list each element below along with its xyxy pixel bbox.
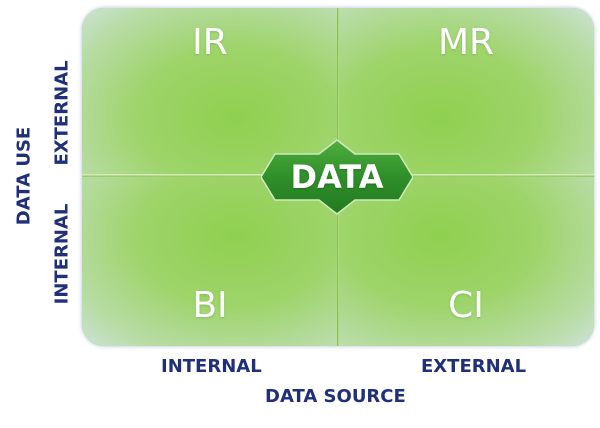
center-label-data: DATA <box>290 158 384 196</box>
y-axis-label-external: EXTERNAL <box>51 60 73 166</box>
quadrant-bottom-left: BI <box>82 177 338 346</box>
center-badge: DATA <box>261 138 413 216</box>
x-axis-label-external: EXTERNAL <box>421 356 527 377</box>
quadrant-label-mr: MR <box>437 22 495 63</box>
quadrant-bottom-right: CI <box>338 177 594 346</box>
x-axis-label-internal: INTERNAL <box>161 356 262 377</box>
quadrant-top-left: IR <box>82 8 338 177</box>
quadrant-label-ir: IR <box>192 22 228 63</box>
y-axis-title: DATA USE <box>13 126 35 226</box>
quadrant-top-right: MR <box>338 8 594 177</box>
quadrant-label-ci: CI <box>448 285 484 326</box>
badge-shape <box>261 139 413 215</box>
x-axis-title: DATA SOURCE <box>265 386 406 407</box>
matrix-grid: IR MR BI CI <box>82 8 594 346</box>
quadrant-label-bi: BI <box>192 285 228 326</box>
y-axis-label-internal: INTERNAL <box>51 203 73 305</box>
